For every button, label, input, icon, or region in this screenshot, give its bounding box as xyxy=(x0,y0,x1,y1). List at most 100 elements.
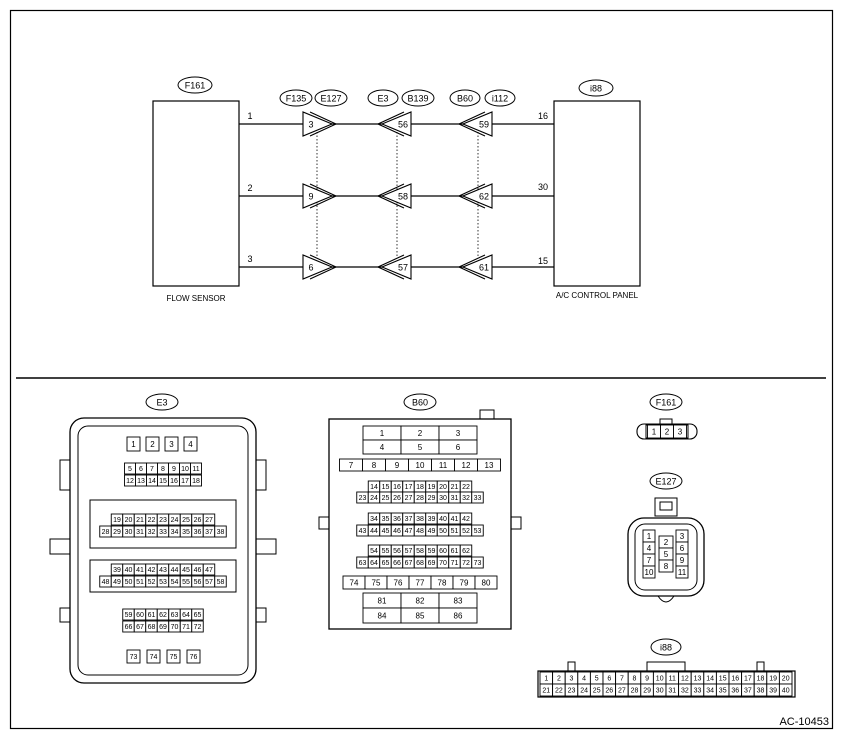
pin-75: 75 xyxy=(166,649,181,664)
svg-text:F161: F161 xyxy=(185,81,206,91)
pin-26: 26 xyxy=(602,683,617,697)
pin-label: 81 xyxy=(378,596,387,605)
pin-label: 42 xyxy=(148,567,156,574)
pin-34: 34 xyxy=(703,683,717,697)
pin-label: 69 xyxy=(159,624,167,631)
pin-37: 37 xyxy=(202,525,216,538)
pin-29: 29 xyxy=(425,491,438,504)
pin-label: 31 xyxy=(451,495,459,502)
b60-code-tag-oval xyxy=(403,393,437,411)
pin-78: 78 xyxy=(430,575,454,590)
svg-text:9: 9 xyxy=(308,192,313,202)
pin-44: 44 xyxy=(168,563,181,576)
pin-label: 13 xyxy=(137,478,145,485)
pin-label: 68 xyxy=(148,624,156,631)
pin-label: 67 xyxy=(136,624,144,631)
pin-label: 66 xyxy=(393,560,401,567)
pin-9: 9 xyxy=(385,458,409,472)
pin-label: 29 xyxy=(113,529,121,536)
pin-20: 20 xyxy=(122,513,135,526)
pin-label: 2 xyxy=(665,427,670,436)
pin-label: 64 xyxy=(182,612,190,619)
pin-76: 76 xyxy=(386,575,410,590)
pin-label: 1 xyxy=(131,440,136,449)
pin-label: 55 xyxy=(182,579,190,586)
pin-21: 21 xyxy=(133,513,147,526)
pin-2: 2 xyxy=(400,425,440,441)
pin-label: 33 xyxy=(694,688,702,695)
pin-66: 66 xyxy=(122,620,135,633)
svg-text:E127: E127 xyxy=(320,94,341,104)
pin-label: 34 xyxy=(370,516,378,523)
pin-22: 22 xyxy=(459,480,473,493)
pin-5: 5 xyxy=(124,462,136,475)
pin-label: 43 xyxy=(359,528,367,535)
pin-35: 35 xyxy=(179,525,193,538)
pin-52: 52 xyxy=(459,524,473,537)
pin-46: 46 xyxy=(191,563,204,576)
pin-label: 3 xyxy=(680,532,685,541)
pin-label: 4 xyxy=(647,544,652,553)
pin-6: 6 xyxy=(438,439,478,455)
pin-16: 16 xyxy=(728,671,743,685)
pin-59: 59 xyxy=(425,544,438,557)
pin-label: 65 xyxy=(382,560,390,567)
pin-label: 21 xyxy=(451,484,459,491)
pin-20: 20 xyxy=(436,480,450,493)
pin-label: 11 xyxy=(439,461,448,470)
pin-64: 64 xyxy=(367,556,381,569)
pin-label: 7 xyxy=(647,556,652,565)
pin-label: 86 xyxy=(454,611,463,620)
pin-3: 3 xyxy=(564,671,579,685)
pin-54: 54 xyxy=(367,544,381,557)
pin-32: 32 xyxy=(145,525,158,538)
control-panel-box xyxy=(553,100,641,287)
svg-text:E3: E3 xyxy=(377,94,388,104)
pin-label: 27 xyxy=(405,495,413,502)
pin-4: 4 xyxy=(642,541,656,555)
control-panel-label: A/C CONTROL PANEL xyxy=(556,291,639,300)
pin-label: 23 xyxy=(159,517,167,524)
pin-label: 60 xyxy=(136,612,144,619)
flow-sensor-label: FLOW SENSOR xyxy=(166,294,225,303)
pin-64: 64 xyxy=(179,608,193,621)
pin-label: 2 xyxy=(557,676,561,683)
pin-label: 14 xyxy=(148,478,156,485)
pin-label: 52 xyxy=(148,579,156,586)
pin-label: 7 xyxy=(349,461,354,470)
pin-26: 26 xyxy=(191,513,204,526)
pin-label: 75 xyxy=(372,578,381,587)
pin-label: 3 xyxy=(456,429,461,438)
pin-label: 50 xyxy=(125,579,133,586)
connector-c-code-1: B60 xyxy=(449,89,481,107)
pin-label: 19 xyxy=(428,484,436,491)
pin-label: 31 xyxy=(668,688,676,695)
pin-label: 22 xyxy=(148,517,156,524)
pin-1: 1 xyxy=(647,424,661,439)
pin-1: 1 xyxy=(126,436,141,452)
pin-label: 72 xyxy=(462,560,470,567)
svg-text:3: 3 xyxy=(308,120,313,130)
pin-label: 37 xyxy=(405,516,413,523)
pin-11: 11 xyxy=(665,671,680,685)
pin-label: 25 xyxy=(382,495,390,502)
pin-29: 29 xyxy=(640,683,654,697)
pin-8: 8 xyxy=(658,559,674,573)
pin-label: 85 xyxy=(416,611,425,620)
diagram-frame xyxy=(9,9,834,730)
pin-3: 3 xyxy=(438,425,478,441)
connector-b-row2: 58 xyxy=(376,183,412,209)
svg-text:B139: B139 xyxy=(407,94,428,104)
connector-a-row2: 9 xyxy=(302,183,338,209)
pin-22: 22 xyxy=(552,683,566,697)
e127-code-tag: E127 xyxy=(655,477,676,487)
pin-42: 42 xyxy=(145,563,158,576)
pin-label: 49 xyxy=(113,579,121,586)
pin-label: 27 xyxy=(618,688,626,695)
pin-42: 42 xyxy=(459,512,473,525)
pin-label: 42 xyxy=(462,516,470,523)
flow-sensor-pin-3: 3 xyxy=(247,254,252,264)
pin-label: 44 xyxy=(370,528,378,535)
pin-84: 84 xyxy=(362,607,402,624)
pin-label: 23 xyxy=(359,495,367,502)
